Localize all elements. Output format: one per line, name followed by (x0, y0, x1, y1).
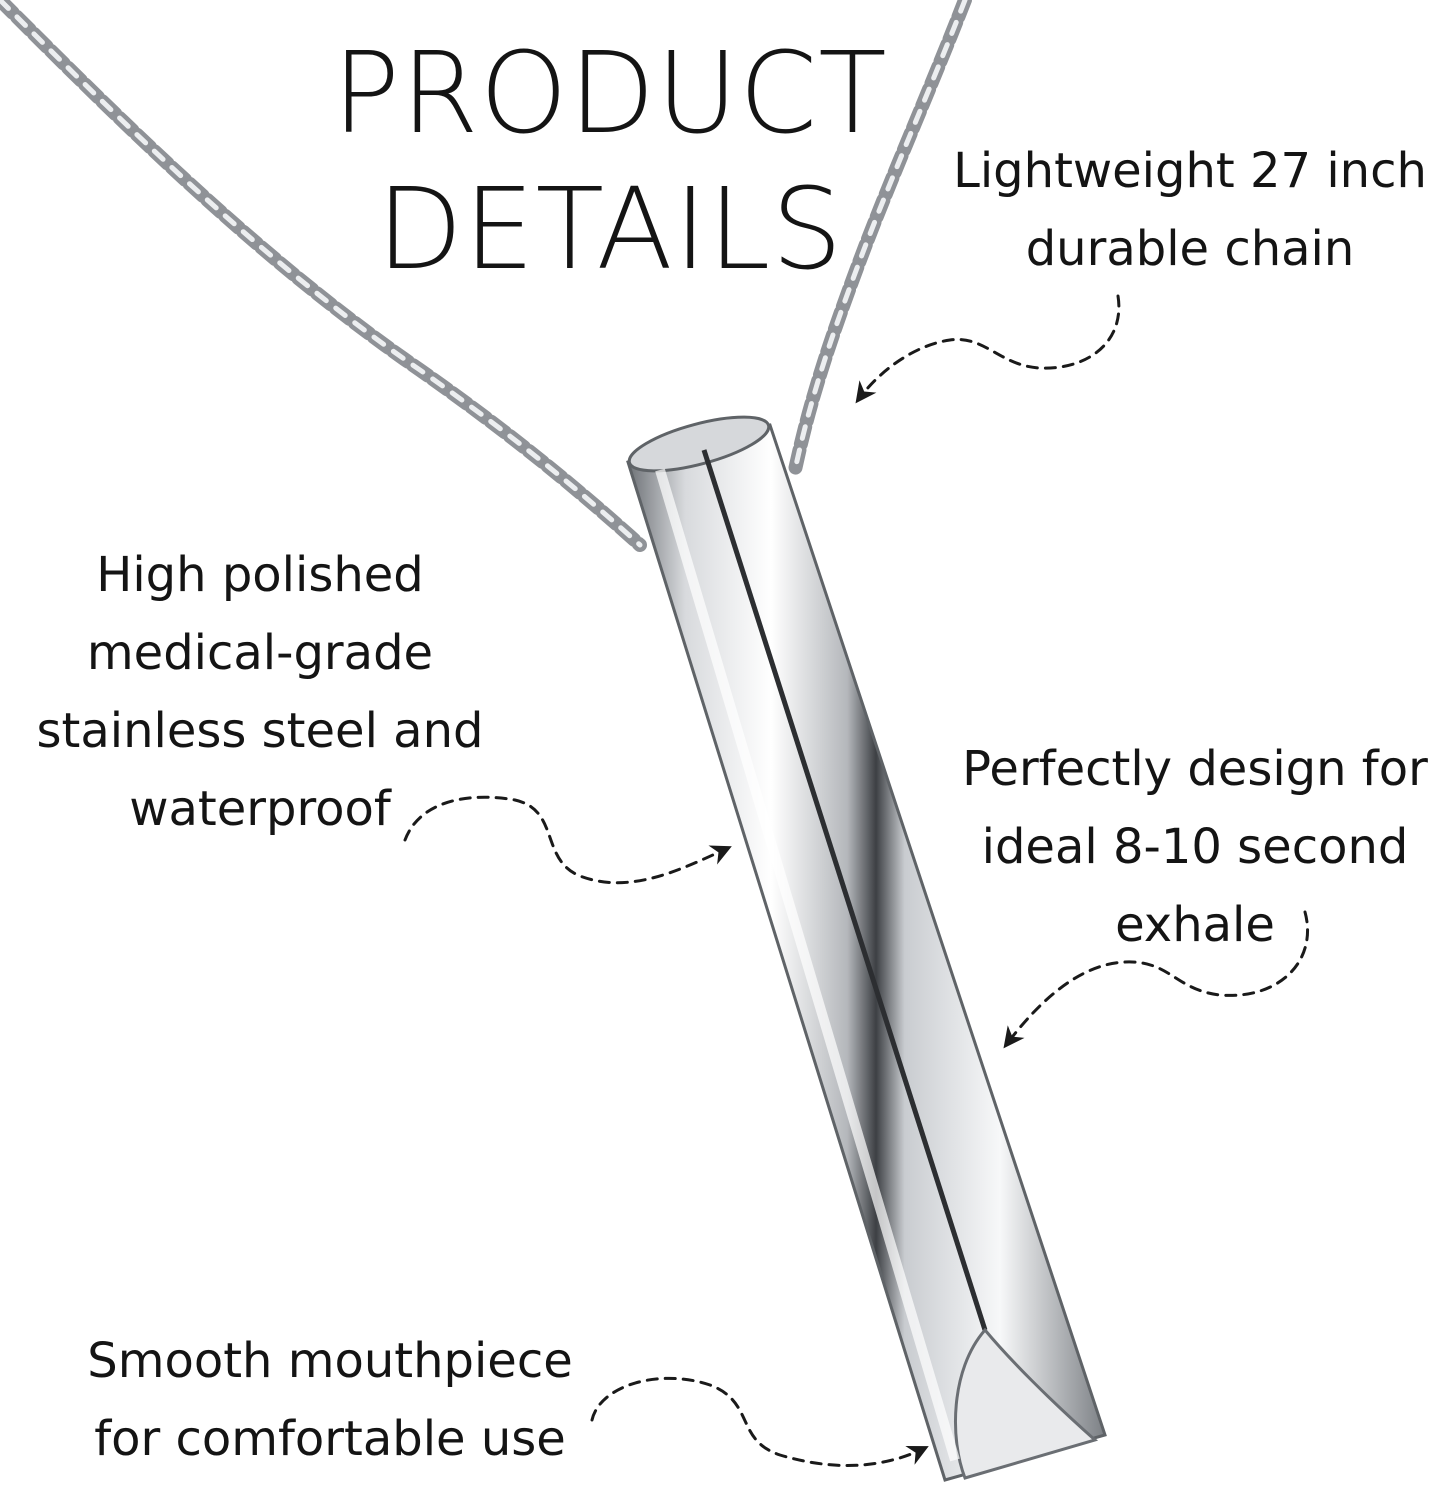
exhale-callout-line-2: ideal 8-10 second (981, 819, 1409, 875)
exhale-callout: Perfectly design for ideal 8-10 second e… (960, 730, 1430, 964)
mouthpiece-callout-line-2: for comfortable use (94, 1411, 566, 1467)
title-line-2: DETAILS (376, 165, 844, 295)
title-line-1: PRODUCT (332, 29, 888, 159)
exhale-callout-line-3: exhale (1115, 897, 1275, 953)
mouthpiece-callout-line-1: Smooth mouthpiece (87, 1333, 573, 1389)
steel-callout: High polished medical-grade stainless st… (30, 536, 490, 848)
page-title: PRODUCT DETAILS (310, 26, 910, 298)
steel-callout-line-1: High polished (96, 547, 424, 603)
steel-callout-line-4: waterproof (129, 781, 391, 837)
steel-callout-line-2: medical-grade (86, 625, 434, 681)
chain-callout-line-1: Lightweight 27 inch (953, 143, 1427, 199)
chain-callout: Lightweight 27 inch durable chain (940, 132, 1440, 288)
chain-callout-line-2: durable chain (1025, 221, 1355, 277)
exhale-callout-line-1: Perfectly design for (962, 741, 1428, 797)
mouthpiece-callout: Smooth mouthpiece for comfortable use (70, 1322, 590, 1478)
whistle-pendant-icon (626, 415, 1107, 1482)
steel-callout-line-3: stainless steel and (36, 703, 484, 759)
dashed-arrow-icon (403, 294, 1309, 1467)
necklace-chain-icon (0, 0, 972, 552)
